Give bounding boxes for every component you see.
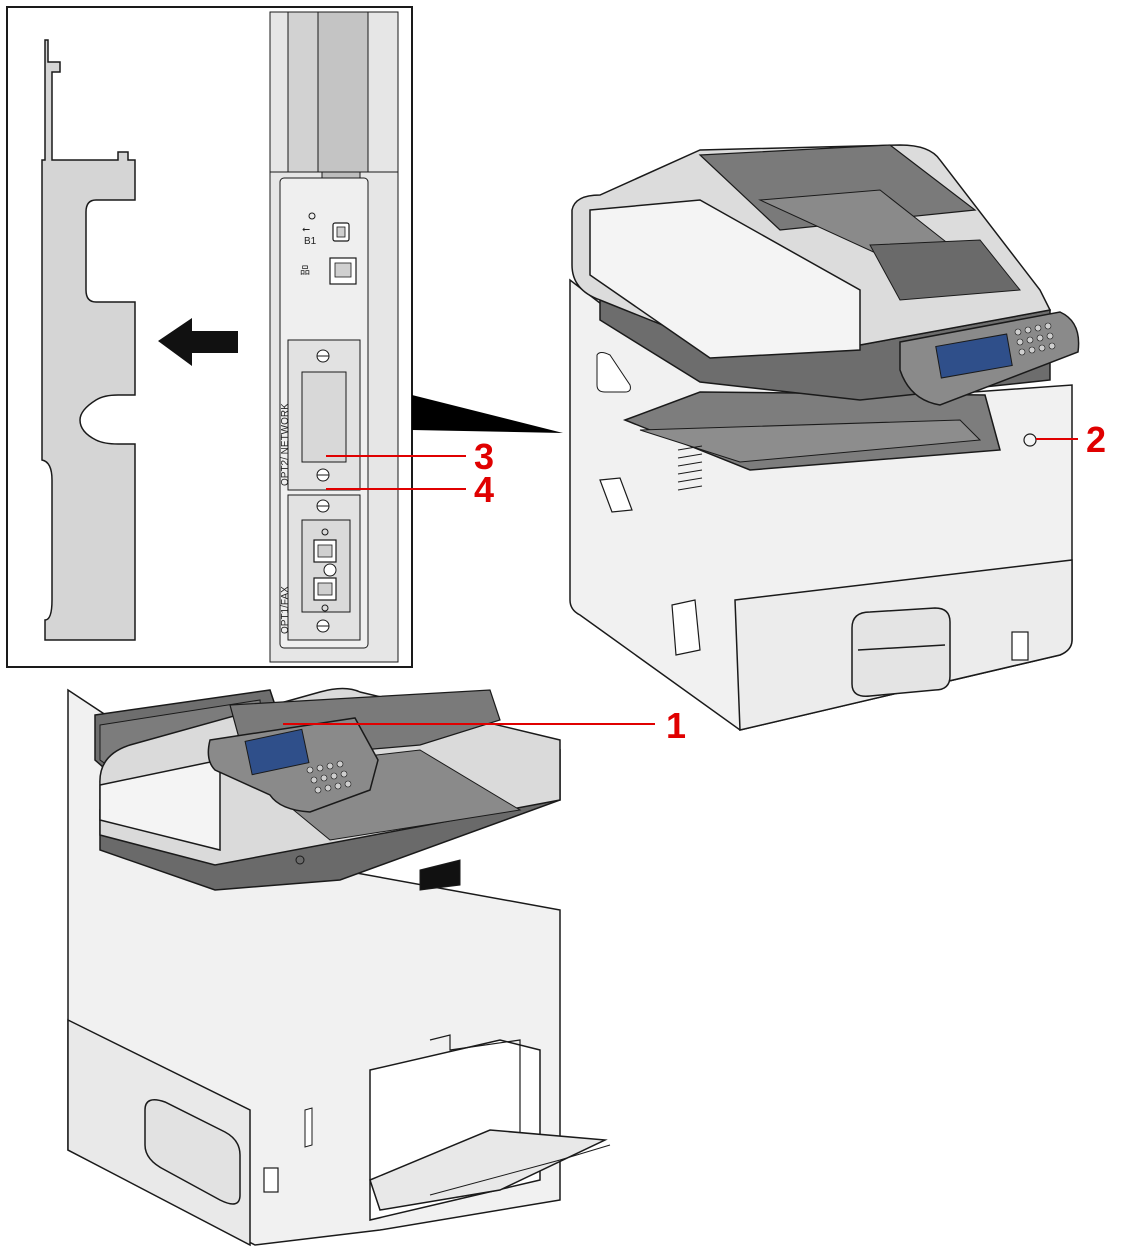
opt2-label: OPT2/ NETWORK [280, 403, 291, 486]
multifunction-printer-front [67, 687, 611, 1247]
arrow-left-icon [158, 318, 238, 366]
inset-panel: ⭠ B1 品 OPT2/ NETWORK [6, 6, 413, 668]
tel-port[interactable] [313, 577, 337, 601]
callout-2: 2 [1036, 419, 1106, 460]
callout-label-3: 3 [474, 436, 494, 477]
side-bracket [41, 39, 136, 641]
operation-panel[interactable] [899, 311, 1080, 406]
opt2-network-slot: OPT2/ NETWORK [280, 339, 361, 491]
callout-3: 3 [326, 436, 494, 477]
touch-screen[interactable] [935, 333, 1013, 379]
callout-label-4: 4 [474, 469, 494, 510]
line-port[interactable] [313, 539, 337, 563]
opt1-fax-slot: OPT1/FAX [280, 494, 361, 641]
rear-port-panel: ⭠ B1 品 OPT2/ NETWORK [269, 11, 399, 663]
callout-1: 1 [283, 705, 686, 746]
network-symbol-icon: 品 [300, 265, 310, 277]
multifunction-printer-rear [569, 144, 1080, 731]
zoom-wedge [412, 395, 563, 433]
usb-port-label: B1 [304, 236, 317, 247]
usb-port[interactable]: ⭠ B1 [302, 212, 350, 247]
callout-4: 4 [326, 469, 494, 510]
front-touch-screen[interactable] [244, 728, 310, 776]
power-button[interactable] [1023, 433, 1037, 447]
network-port[interactable]: 品 [300, 257, 357, 285]
callout-label-1: 1 [666, 705, 686, 746]
usb-symbol-icon: ⭠ [302, 224, 310, 235]
front-operation-panel[interactable] [207, 717, 379, 813]
opt1-label: OPT1/FAX [280, 586, 291, 634]
callout-label-2: 2 [1086, 419, 1106, 460]
